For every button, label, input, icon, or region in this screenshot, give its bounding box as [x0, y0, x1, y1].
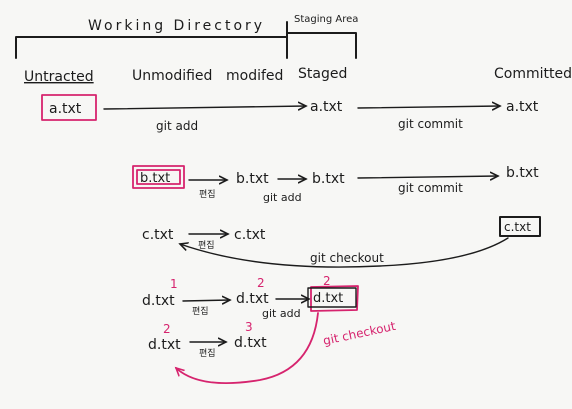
d2-edit-note: 편집	[199, 347, 216, 359]
label-b-git-add: git add	[263, 191, 302, 204]
d1-edit-note: 편집	[192, 305, 209, 317]
b-txt-committed: b.txt	[506, 165, 539, 181]
d-txt-staged: d.txt	[313, 291, 343, 306]
b-edit-note: 편집	[199, 188, 216, 200]
d1-version-2: 2	[257, 276, 265, 290]
b-txt-highlight-inner	[136, 169, 181, 185]
state-staged: Staged	[298, 66, 347, 82]
a-txt-highlight-box	[41, 94, 97, 121]
d2-version-2: 3	[245, 320, 253, 334]
working-directory-title: Working Directory	[88, 18, 265, 34]
c-edit-note: 편집	[198, 239, 215, 251]
c-txt-2: c.txt	[234, 227, 266, 243]
b-txt-1: b.txt	[140, 171, 170, 186]
d-txt-3: d.txt	[148, 337, 181, 353]
d1-version-1: 1	[170, 277, 178, 291]
label-d1-git-add: git add	[262, 307, 301, 320]
a-txt-committed: a.txt	[506, 99, 539, 115]
b-txt-2: b.txt	[236, 171, 269, 187]
a-txt-untracked: a.txt	[49, 101, 82, 117]
d1-version-staged: 2	[323, 274, 331, 288]
arrow-a-commit	[357, 106, 500, 108]
state-unmodified: Unmodified	[132, 68, 212, 84]
a-txt-staged: a.txt	[310, 99, 343, 115]
label-a-git-add: git add	[156, 119, 198, 133]
staging-area-bracket	[286, 32, 357, 59]
d-txt-staged-box	[307, 287, 357, 308]
d-txt-4: d.txt	[234, 335, 267, 351]
state-untracked: Untracted	[24, 69, 94, 85]
state-modified: modifed	[226, 68, 283, 84]
c-txt-1: c.txt	[142, 227, 174, 243]
arrow-d-checkout	[176, 312, 319, 385]
b-txt-3: b.txt	[312, 171, 345, 187]
label-a-git-commit: git commit	[398, 117, 463, 131]
b-txt-highlight-box	[132, 165, 185, 189]
c-txt-committed: c.txt	[504, 220, 531, 234]
label-b-git-commit: git commit	[398, 181, 463, 195]
state-committed: Committed	[494, 66, 572, 82]
d-txt-1: d.txt	[142, 293, 175, 309]
d-txt-staged-highlight-box	[310, 285, 359, 312]
staging-area-title: Staging Area	[294, 14, 358, 25]
c-txt-committed-box	[499, 216, 541, 237]
d2-version-1: 2	[163, 322, 171, 336]
label-d-git-checkout: git checkout	[322, 319, 397, 348]
d-txt-2: d.txt	[236, 291, 269, 307]
working-directory-bracket	[15, 36, 288, 59]
arrow-a-add	[103, 106, 306, 109]
label-c-git-checkout: git checkout	[310, 251, 384, 265]
arrow-b-commit	[357, 176, 498, 178]
arrow-c-checkout	[180, 237, 509, 268]
arrow-d1-edit	[182, 300, 230, 301]
